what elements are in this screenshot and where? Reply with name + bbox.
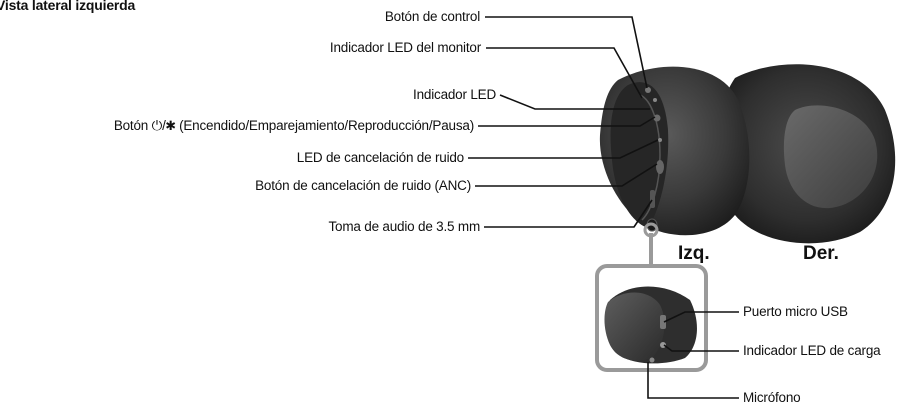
inset-anchor xyxy=(643,222,659,238)
label-control-button: Botón de control xyxy=(384,9,480,24)
right-earcup xyxy=(717,64,896,244)
label-microphone: Micrófono xyxy=(743,390,801,405)
label-anc-button: Botón de cancelación de ruido (ANC) xyxy=(255,178,471,193)
label-nc-led: LED de cancelación de ruido xyxy=(296,150,464,165)
label-led-indicator: Indicador LED xyxy=(413,87,496,102)
leader-lines xyxy=(468,16,739,399)
left-earcup xyxy=(599,66,750,236)
side-label-right: Der. xyxy=(803,243,839,264)
label-charge-led: Indicador LED de carga xyxy=(743,343,881,358)
side-label-left: Izq. xyxy=(678,243,710,264)
label-monitor-led: Indicador LED del monitor xyxy=(329,40,481,55)
label-power-button: Botón ⏻/✱ (Encendido/Emparejamiento/Repr… xyxy=(113,118,474,133)
label-micro-usb: Puerto micro USB xyxy=(743,304,848,319)
page-title: Vista lateral izquierda xyxy=(0,0,136,13)
label-audio-jack: Toma de audio de 3.5 mm xyxy=(328,219,481,234)
inset-detail xyxy=(595,264,708,372)
